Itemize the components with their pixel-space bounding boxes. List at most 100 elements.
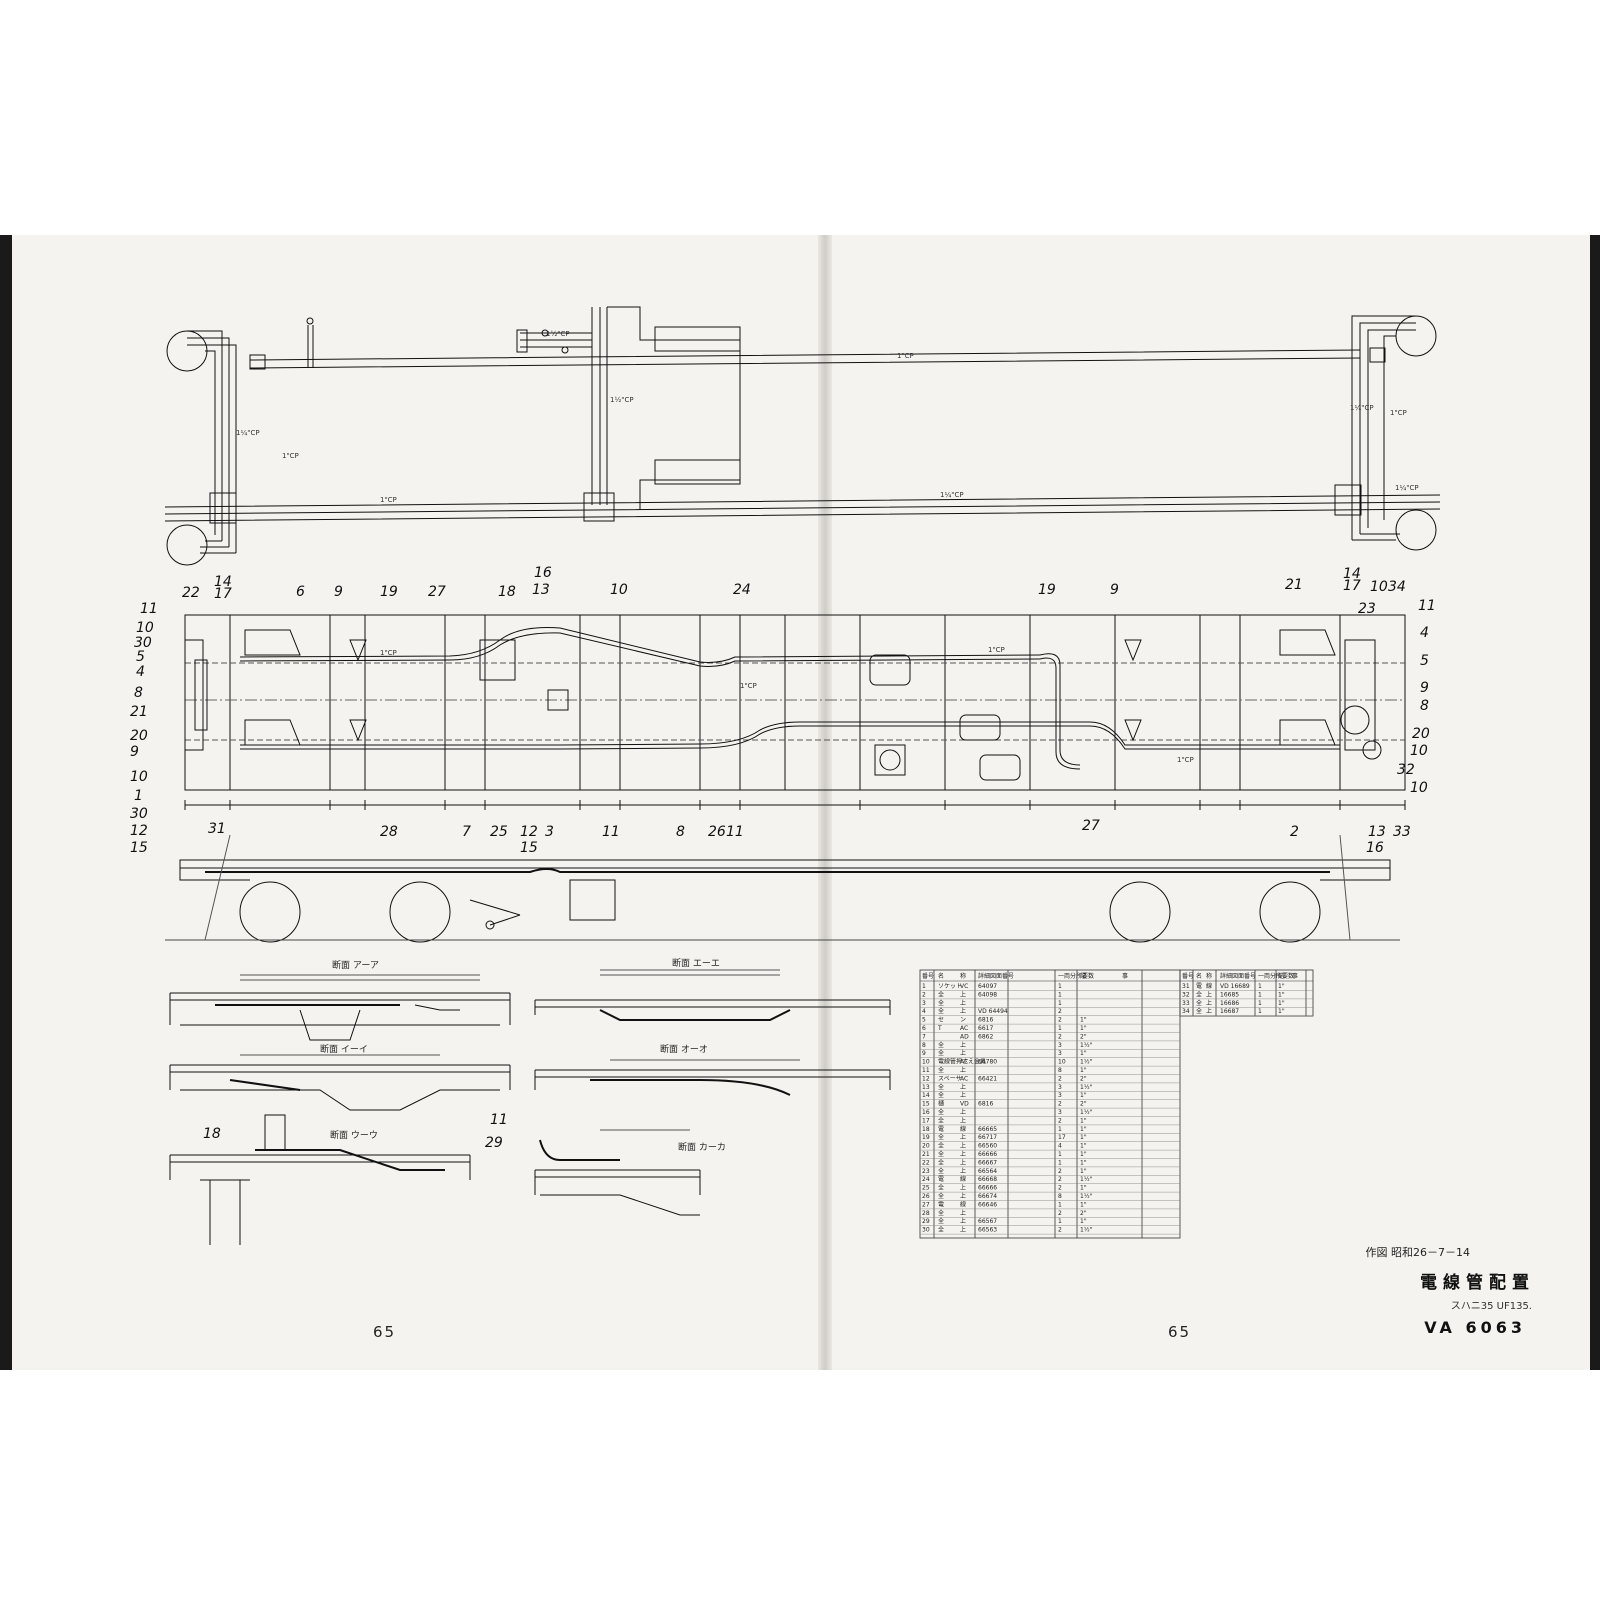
table-cell: 1" bbox=[1080, 1168, 1087, 1175]
table-cell: 3 bbox=[1058, 1050, 1062, 1057]
table-cell: 全 bbox=[938, 1066, 944, 1074]
table-cell: 上 bbox=[960, 1209, 966, 1217]
callout-number: 26 bbox=[708, 824, 726, 840]
table-cell: 1" bbox=[1080, 1218, 1087, 1225]
table-cell: 66646 bbox=[978, 1201, 997, 1208]
table-cell: 1" bbox=[1080, 1050, 1087, 1057]
table-cell: 23 bbox=[922, 1168, 930, 1175]
table-cell: 上 bbox=[960, 1041, 966, 1049]
callout-number: 30 bbox=[134, 635, 152, 651]
table-cell: 上 bbox=[960, 1184, 966, 1192]
table-cell: 28 bbox=[922, 1210, 930, 1217]
callout-number: 12 bbox=[130, 823, 148, 839]
callout-number: 33 bbox=[1393, 824, 1411, 840]
callout-number: 11 bbox=[1418, 598, 1436, 614]
pipe-label: 1¼"CP bbox=[236, 429, 260, 437]
table-cell: 66667 bbox=[978, 1159, 997, 1166]
callout-number: 34 bbox=[1388, 579, 1406, 595]
table-cell: 全 bbox=[938, 1041, 944, 1049]
table-cell: 10 bbox=[1058, 1059, 1066, 1066]
table-cell: 上 bbox=[960, 1116, 966, 1124]
table-cell: 1" bbox=[1080, 1126, 1087, 1133]
callout-number: 10 bbox=[1410, 780, 1428, 796]
section-title-oo: 断面 オーオ bbox=[660, 1043, 708, 1055]
section-title-ee: 断面 エーエ bbox=[672, 957, 720, 969]
table-cell: 66665 bbox=[978, 1126, 997, 1133]
callout-number: 10 bbox=[1370, 579, 1388, 595]
callout-number: 9 bbox=[334, 584, 343, 600]
callout-number: 15 bbox=[130, 840, 148, 856]
table-cell: 6816 bbox=[978, 1101, 993, 1108]
pipe-label: 1"CP bbox=[380, 649, 397, 657]
pipe-label: 1"CP bbox=[740, 682, 757, 690]
table-cell: 2" bbox=[1080, 1210, 1087, 1217]
table-cell: 線 bbox=[960, 1200, 966, 1208]
callout-number: 27 bbox=[428, 584, 446, 600]
table-cell: 2 bbox=[922, 991, 926, 998]
table-cell: AC bbox=[960, 1025, 968, 1032]
table-cell: 2 bbox=[1058, 1185, 1062, 1192]
table-cell: 1 bbox=[1058, 1159, 1062, 1166]
table-cell: 全 bbox=[938, 1083, 944, 1091]
table-cell: AC bbox=[960, 1059, 968, 1066]
table-cell: 3 bbox=[1058, 1092, 1062, 1099]
table-cell: 全 bbox=[938, 999, 944, 1007]
table-header-cell: 事 bbox=[1122, 972, 1128, 980]
table-cell: 上 bbox=[960, 1066, 966, 1074]
callout-number: 21 bbox=[130, 704, 148, 720]
table-cell: 66666 bbox=[978, 1151, 997, 1158]
table-cell: VD 64494 bbox=[978, 1008, 1008, 1015]
table-header-cell: 一両分所要数 bbox=[1258, 972, 1294, 980]
table-cell: 9 bbox=[922, 1050, 926, 1057]
table-cell: 2 bbox=[1058, 1075, 1062, 1082]
table-cell: 全 bbox=[938, 1150, 944, 1158]
table-cell: 上 bbox=[960, 1049, 966, 1057]
table-cell: 1 bbox=[1058, 991, 1062, 998]
table-cell: 1 bbox=[1058, 1000, 1062, 1007]
table-cell: 14 bbox=[922, 1092, 930, 1099]
table-cell: 上 bbox=[960, 1108, 966, 1116]
table-cell: 1" bbox=[1278, 991, 1285, 998]
table-cell: 8 bbox=[1058, 1193, 1062, 1200]
table-cell: 66668 bbox=[978, 1176, 997, 1183]
table-cell: 25 bbox=[922, 1185, 930, 1192]
table-cell: VD 16689 bbox=[1220, 983, 1250, 990]
callout-number: 6 bbox=[296, 584, 305, 600]
table-cell: 66666 bbox=[978, 1185, 997, 1192]
table-cell: 1" bbox=[1080, 1159, 1087, 1166]
pipe-label: 1"CP bbox=[988, 646, 1005, 654]
pipe-label: 1"CP bbox=[897, 352, 914, 360]
callout-number: 5 bbox=[1420, 653, 1429, 669]
pipe-label: 1½"CP bbox=[610, 396, 634, 404]
table-header-cell: 詳細図面番号 bbox=[1220, 972, 1256, 980]
table-cell: 1 bbox=[1258, 1008, 1262, 1015]
table-cell: 31 bbox=[1182, 983, 1190, 990]
table-cell: 66421 bbox=[978, 1075, 997, 1082]
table-cell: T bbox=[937, 1025, 942, 1032]
table-cell: 全 bbox=[938, 1091, 944, 1099]
table-cell: AC bbox=[960, 1075, 968, 1082]
table-cell: 16685 bbox=[1220, 991, 1239, 998]
page-number-left: 65 bbox=[373, 1323, 397, 1341]
table-cell: 1" bbox=[1278, 983, 1285, 990]
pipe-label: 1½"CP bbox=[546, 330, 570, 338]
callout-number: 20 bbox=[130, 728, 148, 744]
table-cell: 2" bbox=[1080, 1075, 1087, 1082]
table-cell: 上 bbox=[960, 999, 966, 1007]
table-cell: 全 bbox=[938, 1209, 944, 1217]
table-cell: 全 bbox=[1196, 1007, 1202, 1015]
table-cell: 4 bbox=[922, 1008, 926, 1015]
table-cell: 1½" bbox=[1080, 1109, 1093, 1116]
table-cell: 4 bbox=[1058, 1143, 1062, 1150]
callout-number: 17 bbox=[214, 586, 232, 602]
table-cell: 2 bbox=[1058, 1168, 1062, 1175]
table-cell: 上 bbox=[960, 1091, 966, 1099]
book-gutter bbox=[818, 235, 832, 1370]
table-cell: 15 bbox=[922, 1101, 930, 1108]
callout-number: 17 bbox=[1343, 578, 1361, 594]
pipe-label: 1¼"CP bbox=[940, 491, 964, 499]
table-cell: 1" bbox=[1080, 1117, 1087, 1124]
table-cell: VD bbox=[960, 1101, 969, 1108]
callout-number: 9 bbox=[1110, 582, 1119, 598]
